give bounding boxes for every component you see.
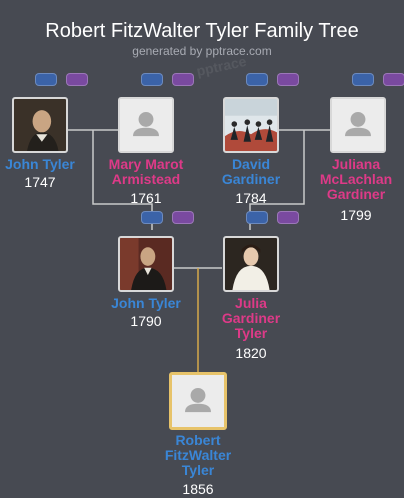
person-year-robert-fitzwalter-tyler: 1856 [182,481,214,497]
page-title: Robert FitzWalter Tyler Family Tree [45,20,359,42]
family-pill-purple-1[interactable] [66,73,88,86]
person-photo-juliana-mclachlan-gardiner[interactable] [330,97,386,153]
person-photo-john-tyler-1747[interactable] [12,97,68,153]
portrait-image [225,238,277,290]
page-subtitle: generated by pptrace.com [132,44,272,58]
person-placeholder-icon [120,99,172,151]
person-name-mary-marot-armistead[interactable]: Mary Marot Armistead [108,156,184,187]
person-placeholder-icon [172,375,224,427]
family-pill-blue-1[interactable] [35,73,57,86]
portrait-image [120,238,172,290]
family-pill-blue-6[interactable] [246,211,268,224]
person-photo-david-gardiner[interactable] [223,97,279,153]
portrait-image [14,99,66,151]
person-photo-julia-gardiner-tyler[interactable] [223,236,279,292]
person-photo-john-tyler-1790[interactable] [118,236,174,292]
person-name-julia-gardiner-tyler[interactable]: Julia Gardiner Tyler [221,295,281,341]
person-year-david-gardiner: 1784 [235,190,267,206]
family-pill-blue-3[interactable] [246,73,268,86]
family-pill-blue-5[interactable] [141,211,163,224]
person-name-john-tyler-1747[interactable]: John Tyler [5,156,75,172]
family-pill-purple-3[interactable] [277,73,299,86]
person-name-john-tyler-1790[interactable]: John Tyler [111,295,181,311]
family-pill-purple-4[interactable] [383,73,404,86]
family-pill-purple-6[interactable] [277,211,299,224]
person-name-juliana-mclachlan-gardiner[interactable]: Juliana McLachlan Gardiner [319,156,393,202]
person-year-julia-gardiner-tyler: 1820 [235,345,267,361]
family-pill-blue-4[interactable] [352,73,374,86]
person-year-juliana-mclachlan-gardiner: 1799 [340,207,372,223]
family-pill-purple-5[interactable] [172,211,194,224]
person-name-robert-fitzwalter-tyler[interactable]: Robert FitzWalter Tyler [164,432,232,478]
person-photo-mary-marot-armistead[interactable] [118,97,174,153]
person-name-david-gardiner[interactable]: David Gardiner [221,156,281,187]
family-pill-blue-2[interactable] [141,73,163,86]
person-placeholder-icon [332,99,384,151]
person-year-john-tyler-1747: 1747 [24,174,56,190]
person-photo-robert-fitzwalter-tyler[interactable] [169,372,227,430]
person-year-mary-marot-armistead: 1761 [130,190,162,206]
painting-image [225,99,277,151]
person-year-john-tyler-1790: 1790 [130,313,162,329]
family-pill-purple-2[interactable] [172,73,194,86]
